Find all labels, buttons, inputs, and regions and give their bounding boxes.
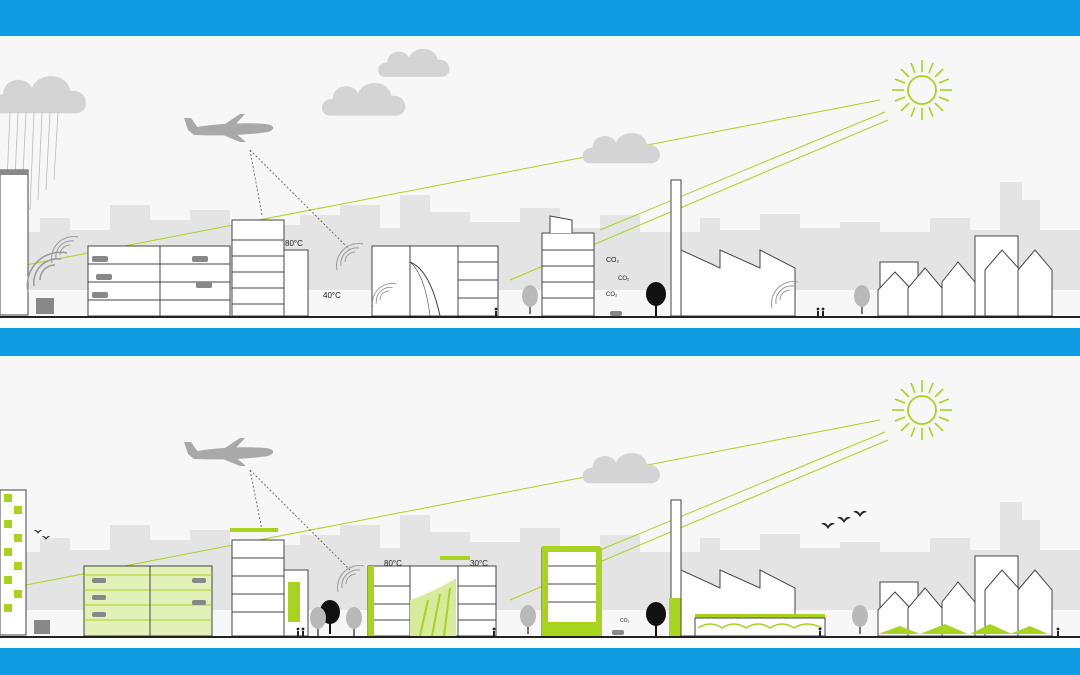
car-icon (612, 630, 624, 635)
tower-building (0, 169, 29, 316)
mixed-use-building (371, 245, 499, 317)
office-block (231, 219, 309, 317)
top-band (0, 0, 1080, 36)
bus-icon (36, 298, 54, 314)
garden-greenery (878, 624, 1048, 634)
co2-label: CO₂ (620, 618, 630, 624)
car-icon (610, 311, 622, 316)
factory-icon (669, 499, 826, 637)
co2-label: CO₂ (606, 257, 620, 264)
row-houses (877, 555, 1053, 637)
mixed-use-building (367, 556, 497, 637)
green-parking-garage (83, 565, 213, 637)
bus-icon (34, 620, 50, 634)
temp-low-label: 30°C (470, 559, 488, 568)
panel-before: 80°C 40°C (0, 36, 1080, 318)
signal-dash (249, 149, 351, 251)
row-houses (877, 235, 1053, 317)
bottom-band (0, 648, 1080, 675)
car-icon (92, 256, 212, 298)
office-block (230, 528, 309, 637)
temp-high-label: 80°C (384, 559, 402, 568)
temp-high-label: 80°C (285, 239, 303, 248)
co2-label: CO₂ (606, 292, 618, 298)
co2-label: CO₂ (618, 276, 630, 282)
green-facade-tower (0, 489, 27, 636)
temp-low-label: 40°C (323, 291, 341, 300)
middle-band (0, 328, 1080, 356)
panel-after: 80°C 30°C CO₂ (0, 356, 1080, 638)
apartment-building (541, 215, 595, 317)
parking-garage (87, 245, 231, 317)
apartment-building (541, 546, 602, 637)
